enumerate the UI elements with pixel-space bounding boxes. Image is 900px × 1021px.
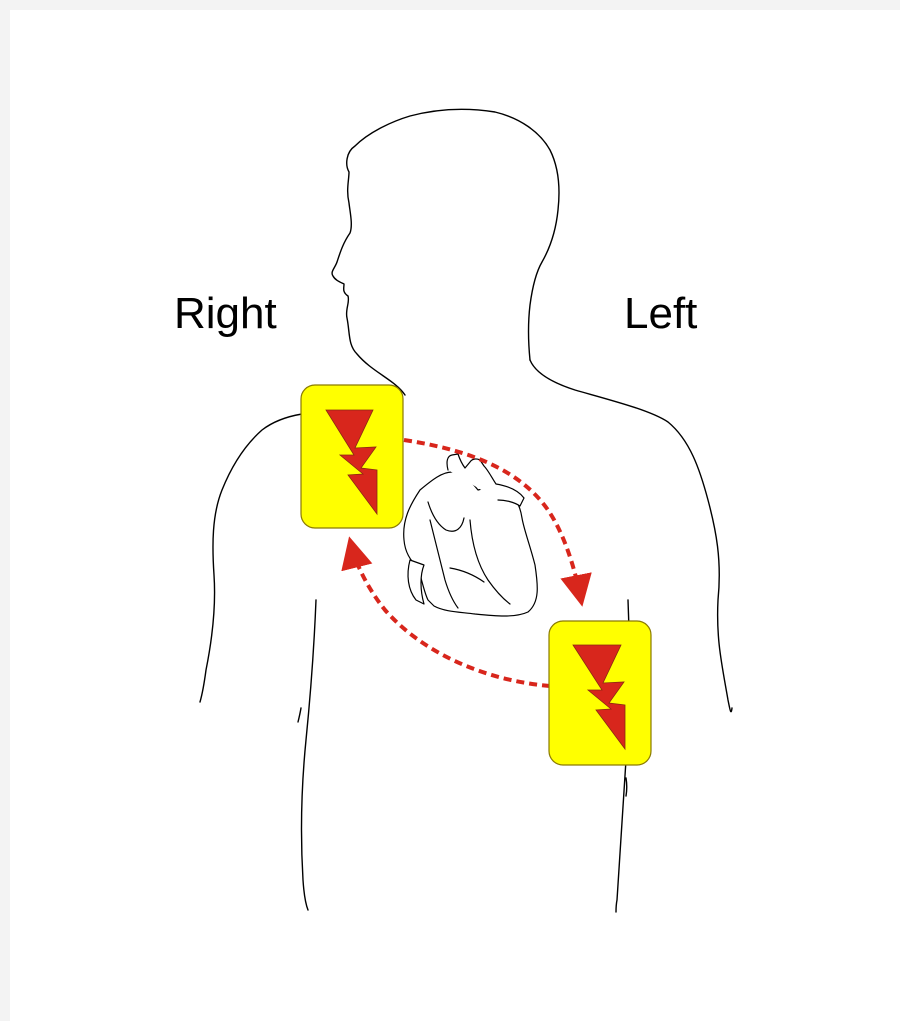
label-left: Left [624, 292, 697, 336]
label-right: Right [174, 292, 277, 336]
torso-left-side [302, 600, 316, 910]
head-profile-outline [332, 109, 559, 395]
arm-crease-right [298, 708, 301, 722]
arm-crease-left [626, 778, 627, 796]
electrode-pad-lower [549, 621, 651, 765]
diagram-svg [10, 10, 900, 1021]
heart-vessel-left [408, 560, 424, 604]
right-shoulder-outline [200, 414, 302, 702]
diagram-canvas: Right Left [10, 10, 900, 1021]
electrode-pad-upper [301, 385, 403, 528]
